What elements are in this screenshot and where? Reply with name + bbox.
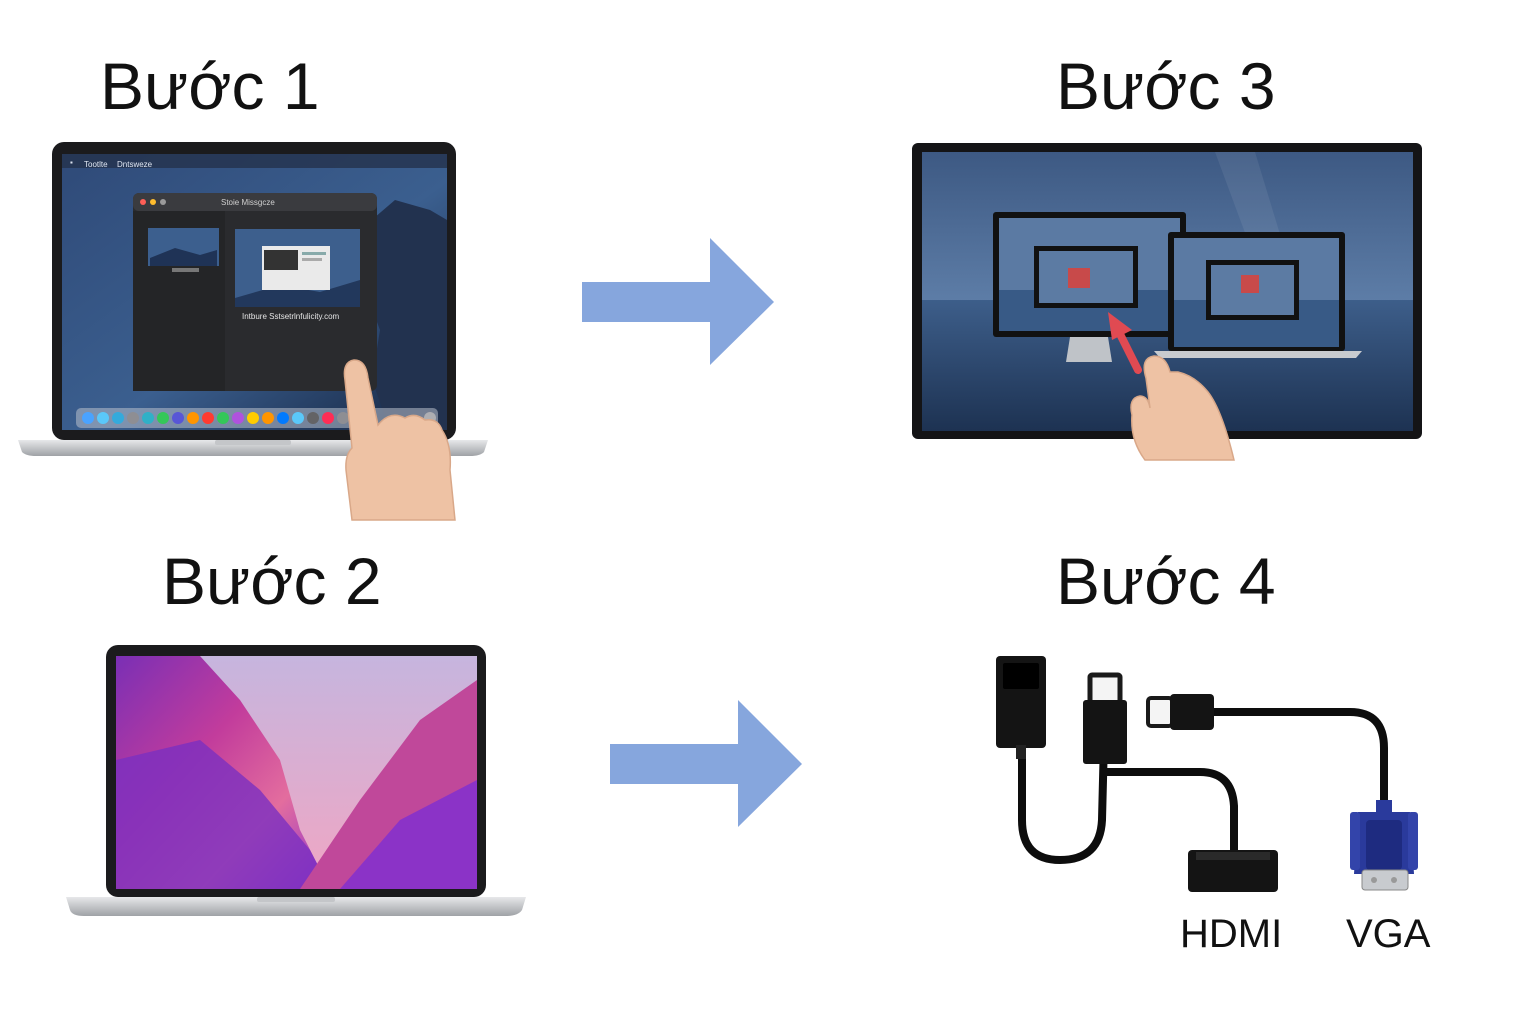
hdmi-cable-icon <box>996 656 1046 759</box>
step3-title: Bước 3 <box>1056 49 1276 123</box>
menubar-item-2[interactable]: Dntsweze <box>117 160 153 169</box>
step4-title: Bước 4 <box>1056 544 1276 618</box>
hdmi-label: HDMI <box>1180 912 1283 956</box>
arrow-right-icon <box>582 238 774 365</box>
arrow-right-icon <box>610 700 802 827</box>
hand-pointer-icon <box>343 359 456 521</box>
menubar-item-1[interactable]: Tootlte <box>84 160 108 169</box>
svg-text:▪: ▪ <box>70 158 73 167</box>
mirror-window-title: Stoie Missgcze <box>221 198 275 207</box>
mirror-window-link[interactable]: Intbure Sstsetrlnfulicity.com <box>242 312 340 321</box>
vga-connector-icon <box>1350 800 1418 891</box>
hand-pointer-icon <box>1130 355 1235 461</box>
laptop-base <box>66 897 526 916</box>
vga-label: VGA <box>1346 912 1431 956</box>
hdmi-cable-icon <box>1083 672 1127 764</box>
step2-title: Bước 2 <box>162 544 382 618</box>
usb-c-plug-icon <box>1146 694 1214 730</box>
hdmi-port-icon <box>1188 850 1278 892</box>
step1-title: Bước 1 <box>100 49 320 123</box>
